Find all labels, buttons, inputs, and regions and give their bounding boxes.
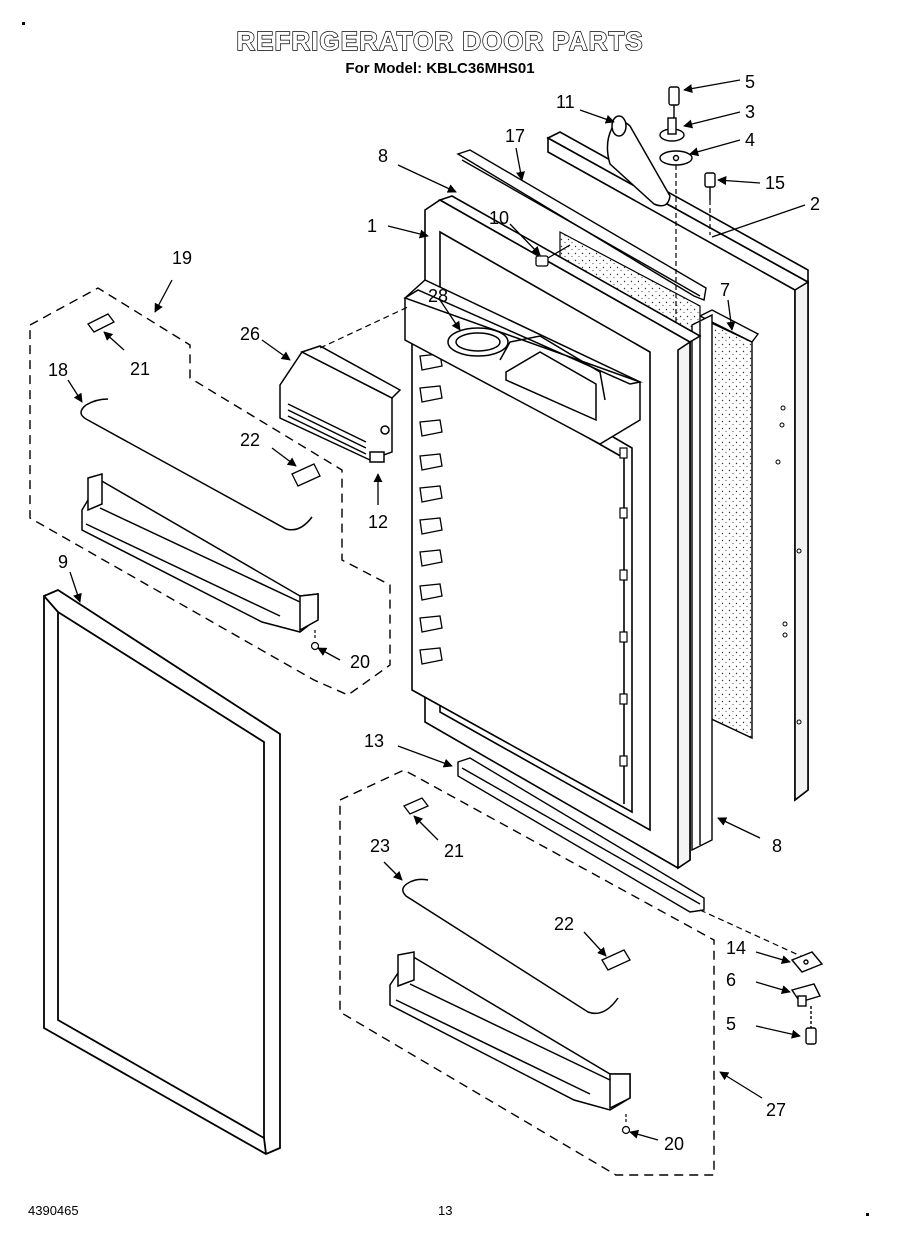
callout-5-lower: 5 (726, 1014, 736, 1034)
hinge-hardware (659, 86, 716, 200)
dairy-compartment (403, 279, 643, 445)
callout-1: 1 (367, 216, 377, 236)
callout-9: 9 (58, 552, 68, 572)
bottom-hinge-hardware (790, 951, 824, 1045)
callout-4: 4 (745, 130, 755, 150)
door-gasket (43, 588, 281, 1156)
shelf-assembly-19-boundary (29, 287, 391, 696)
corner-mark (22, 22, 25, 25)
panel-holes (775, 405, 802, 725)
insulation-panel (698, 309, 760, 740)
clip-22-upper (291, 463, 321, 487)
liner-shelf-bosses (419, 353, 443, 665)
callout-20-lower: 20 (664, 1134, 684, 1154)
side-trim-strip (691, 313, 713, 852)
screw-20-lower (621, 1114, 631, 1135)
callout-2: 2 (810, 194, 820, 214)
screw-10 (535, 244, 571, 267)
callout-8-lower: 8 (772, 836, 782, 856)
hinge-cover (606, 115, 671, 207)
corner-mark (866, 1213, 869, 1216)
callout-28: 28 (428, 286, 448, 306)
callout-labels: 26 5 3 4 15 2 11 17 8 1 10 7 28 26 19 21… (48, 72, 820, 1154)
callout-17: 17 (505, 126, 525, 146)
shelf-bar-23 (402, 878, 619, 1015)
door-shelf-upper (81, 473, 319, 633)
leader-lines (67, 79, 806, 1141)
callout-22-lower: 22 (554, 914, 574, 934)
callout-26: 26 (240, 324, 260, 344)
clip-21-upper (87, 313, 115, 333)
callout-10: 10 (489, 208, 509, 228)
callout-11: 11 (556, 92, 575, 112)
callout-7: 7 (720, 280, 730, 300)
liner-side-bosses (619, 447, 628, 767)
page-number: 13 (438, 1203, 453, 1218)
outer-door-panel (546, 131, 809, 802)
clip-21-lower (402, 797, 430, 815)
callout-15: 15 (765, 173, 785, 193)
callout-14: 13 (364, 731, 384, 751)
door-shelf-lower (389, 951, 631, 1111)
page-title: REFRIGERATOR DOOR PARTS (236, 25, 644, 56)
callout-18: 18 (48, 360, 68, 380)
dairy-door-alignment (319, 305, 411, 349)
bottom-trim-strip (457, 757, 705, 913)
clip-22-lower (601, 949, 631, 971)
document-number: 4390465 (28, 1203, 79, 1218)
bottom-hinge-axis (699, 909, 806, 959)
callout-27: 27 (766, 1100, 786, 1120)
model-subtitle: For Model: KBLC36MHS01 (345, 60, 535, 77)
callout-8: 8 (378, 146, 388, 166)
callout-12: 12 (368, 512, 388, 532)
callout-23: 23 (370, 836, 390, 856)
top-cap-strip (456, 149, 707, 301)
callout-6: 6 (726, 970, 736, 990)
callout-21-lower: 21 (444, 841, 464, 861)
callout-3: 3 (745, 102, 755, 122)
screw-20-upper (310, 630, 320, 651)
callout-22: 22 (240, 430, 260, 450)
dairy-door (279, 345, 402, 463)
shelf-bar-18 (80, 398, 313, 531)
callout-19: 19 (172, 248, 192, 268)
callout-20: 20 (350, 652, 370, 672)
callout-13: 14 (726, 938, 746, 958)
callout-5: 5 (745, 72, 755, 92)
callout-21: 21 (130, 359, 150, 379)
